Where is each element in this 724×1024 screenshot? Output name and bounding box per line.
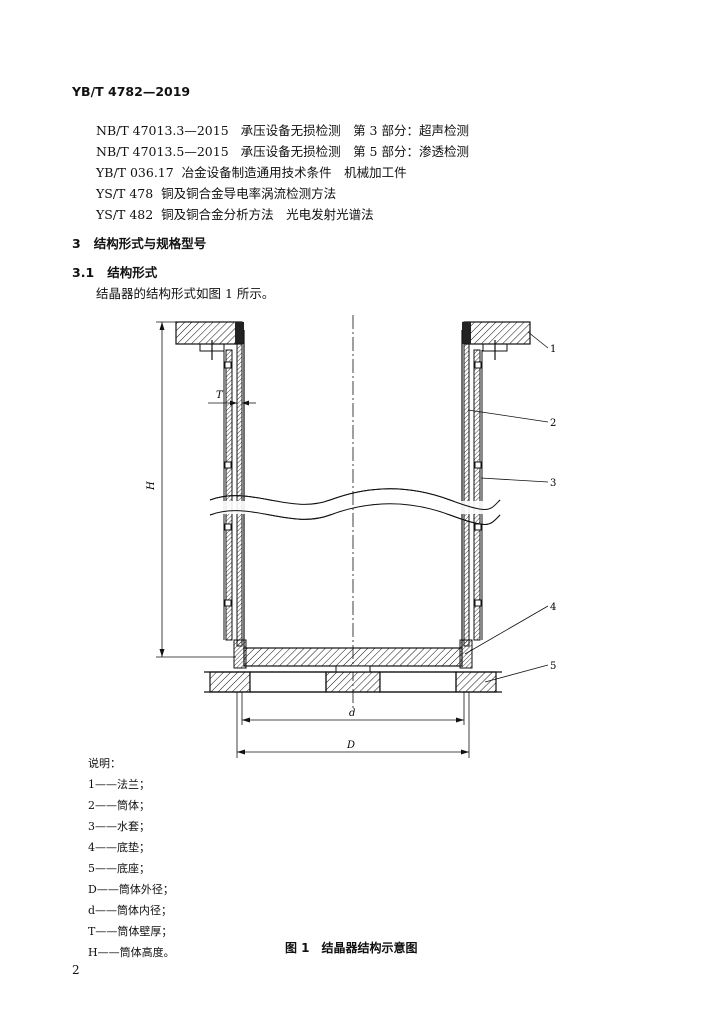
crystallizer-diagram: H T d D 1 2 3 4 5 (146, 315, 556, 758)
page-number: 2 (72, 963, 80, 977)
reference-code: YS/T 478 (96, 186, 154, 201)
section-heading-3: 3 结构形式与规格型号 (72, 233, 206, 252)
figure-legend: 说明： 1——法兰； 2——筒体； 3——水套； 4——底垫； 5——底座； D… (88, 753, 175, 963)
legend-item: H——筒体高度。 (88, 946, 175, 959)
legend-title: 说明： (88, 757, 121, 770)
dim-t-label: T (216, 390, 224, 401)
legend-item: T——筒体壁厚； (88, 925, 173, 938)
dimension-h: H (146, 321, 236, 658)
callout-4: 4 (550, 602, 556, 613)
reference-title: 铜及铜合金导电率涡流检测方法 (161, 186, 337, 201)
section-number: 3 (72, 236, 81, 251)
reference-code: NB/T 47013.5—2015 (96, 144, 229, 159)
reference-title: 承压设备无损检测 第 3 部分：超声检测 (240, 123, 469, 138)
legend-item: 2——筒体； (88, 799, 150, 812)
section-title: 结构形式与规格型号 (93, 236, 207, 251)
section-number: 3.1 (72, 265, 95, 280)
reference-item: YS/T 478 铜及铜合金导电率涡流检测方法 (96, 183, 336, 202)
dimension-d: d (241, 692, 465, 725)
reference-item: YB/T 036.17 冶金设备制造通用技术条件 机械加工件 (96, 162, 407, 181)
water-jacket (223, 349, 483, 641)
legend-item: 1——法兰； (88, 778, 150, 791)
legend-item: 5——底座； (88, 862, 150, 875)
section-heading-3-1: 3.1 结构形式 (72, 262, 157, 281)
callout-5: 5 (550, 661, 556, 672)
dim-outer-d-label: D (346, 740, 355, 751)
base (204, 665, 502, 693)
reference-code: NB/T 47013.3—2015 (96, 123, 229, 138)
reference-title: 冶金设备制造通用技术条件 机械加工件 (181, 165, 407, 180)
legend-item: 4——底垫； (88, 841, 150, 854)
reference-title: 承压设备无损检测 第 5 部分：渗透检测 (240, 144, 469, 159)
reference-code: YS/T 482 (96, 207, 154, 222)
legend-item: d——筒体内径； (88, 904, 173, 917)
callouts: 1 2 3 4 5 (464, 331, 556, 683)
dim-h-label: H (146, 481, 157, 491)
figure-caption: 图 1 结晶器结构示意图 (285, 941, 418, 955)
document-header: YB/T 4782—2019 (72, 84, 191, 99)
reference-code: YB/T 036.17 (96, 165, 174, 180)
legend-item: D——筒体外径； (88, 883, 174, 896)
reference-title: 铜及铜合金分析方法 光电发射光谱法 (161, 207, 374, 222)
dimension-t: T (208, 390, 256, 406)
body-paragraph: 结晶器的结构形式如图 1 所示。 (96, 286, 275, 301)
callout-3: 3 (550, 478, 556, 489)
callout-1: 1 (550, 344, 556, 355)
dim-d-label: d (349, 708, 355, 719)
flange (175, 321, 531, 360)
reference-item: NB/T 47013.3—2015 承压设备无损检测 第 3 部分：超声检测 (96, 120, 469, 139)
legend-item: 3——水套； (88, 820, 150, 833)
reference-item: YS/T 482 铜及铜合金分析方法 光电发射光谱法 (96, 204, 374, 223)
dimension-outer-d: D (236, 692, 470, 758)
section-title: 结构形式 (107, 265, 158, 280)
bottom-pad (233, 639, 473, 669)
callout-2: 2 (550, 418, 556, 429)
reference-item: NB/T 47013.5—2015 承压设备无损检测 第 5 部分：渗透检测 (96, 141, 469, 160)
